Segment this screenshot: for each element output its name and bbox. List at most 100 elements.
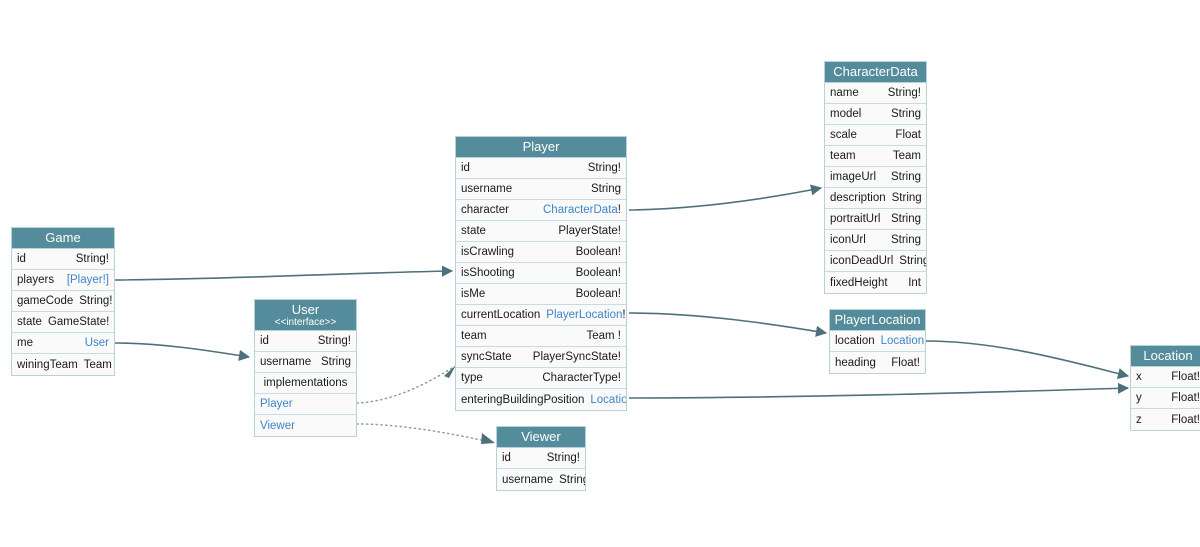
edge-playerlocation-location-to-location	[925, 340, 1130, 379]
edge-game-players-to-player	[114, 265, 454, 281]
field-name: iconDeadUrl	[830, 255, 894, 267]
field-name: model	[830, 108, 862, 120]
field-type[interactable]: [Player!]	[66, 274, 109, 286]
implementation-row-player[interactable]: Player	[255, 394, 356, 415]
field-type[interactable]: Location!	[880, 335, 925, 347]
field-row[interactable]: id String!	[497, 448, 585, 469]
field-row[interactable]: id String!	[12, 249, 114, 270]
entity-player-location-header: PlayerLocation	[830, 310, 925, 331]
field-name: id	[260, 335, 269, 347]
field-row[interactable]: username String	[255, 352, 356, 373]
field-row[interactable]: team Team !	[456, 326, 626, 347]
edge-game-me-to-user	[114, 342, 251, 361]
field-row[interactable]: fixedHeight Int	[825, 272, 926, 293]
field-row[interactable]: state GameState!	[12, 312, 114, 333]
field-name: portraitUrl	[830, 213, 881, 225]
field-type[interactable]: PlayerLocation!	[540, 309, 625, 321]
field-name: description	[830, 192, 886, 204]
field-row[interactable]: y Float!	[1131, 388, 1200, 409]
entity-location[interactable]: Location x Float! y Float! z Float!	[1130, 345, 1200, 431]
field-row[interactable]: players [Player!]	[12, 270, 114, 291]
field-row[interactable]: me User	[12, 333, 114, 354]
field-type[interactable]: User	[84, 337, 109, 349]
field-row[interactable]: username String	[497, 469, 585, 490]
field-type: String	[890, 213, 921, 225]
field-type: Boolean!	[575, 288, 621, 300]
field-row[interactable]: iconDeadUrl String	[825, 251, 926, 272]
field-row[interactable]: id String!	[255, 331, 356, 352]
implementation-name[interactable]: Player	[260, 398, 293, 410]
field-type: String	[890, 108, 921, 120]
field-name: y	[1136, 392, 1142, 404]
field-type: String!	[317, 335, 351, 347]
field-row[interactable]: enteringBuildingPosition Location	[456, 389, 626, 410]
field-row[interactable]: isShooting Boolean!	[456, 263, 626, 284]
field-row[interactable]: location Location!	[830, 331, 925, 352]
field-row[interactable]: scale Float	[825, 125, 926, 146]
field-name: imageUrl	[830, 171, 877, 183]
field-type: String	[559, 473, 585, 486]
entity-game[interactable]: Game id String! players [Player!] gameCo…	[11, 227, 115, 376]
field-name: state	[17, 316, 42, 328]
field-row[interactable]: username String	[456, 179, 626, 200]
edge-player-character-to-characterdata	[628, 184, 823, 211]
field-row[interactable]: currentLocation PlayerLocation!	[456, 305, 626, 326]
edge-user-implements-viewer-head	[481, 433, 495, 444]
field-row[interactable]: x Float!	[1131, 367, 1200, 388]
field-name: fixedHeight	[830, 276, 888, 289]
field-type: Team	[83, 358, 112, 371]
field-type: Boolean!	[575, 267, 621, 279]
entity-viewer-header: Viewer	[497, 427, 585, 448]
field-row[interactable]: portraitUrl String	[825, 209, 926, 230]
field-type-text: CharacterData	[543, 204, 618, 216]
entity-character-data-title: CharacterData	[833, 64, 918, 79]
field-row[interactable]: model String	[825, 104, 926, 125]
field-type: Float!	[1171, 392, 1200, 404]
field-type: String!	[546, 452, 580, 464]
field-name: id	[502, 452, 511, 464]
entity-character-data[interactable]: CharacterData name String! model String …	[824, 61, 927, 294]
entity-player-header: Player	[456, 137, 626, 158]
entity-game-title: Game	[45, 230, 81, 245]
field-row[interactable]: iconUrl String	[825, 230, 926, 251]
field-type-text: PlayerLocation	[546, 309, 623, 321]
field-type[interactable]: CharacterData!	[537, 204, 621, 216]
field-type: Float!	[1171, 413, 1200, 426]
field-row[interactable]: isMe Boolean!	[456, 284, 626, 305]
field-row[interactable]: gameCode String!	[12, 291, 114, 312]
field-type: String!	[79, 295, 113, 307]
field-row[interactable]: name String!	[825, 83, 926, 104]
implementation-name[interactable]: Viewer	[260, 419, 295, 432]
field-type: Boolean!	[575, 246, 621, 258]
field-type: Float	[895, 129, 921, 141]
entity-user[interactable]: User <<interface>> id String! username S…	[254, 299, 357, 437]
entity-player[interactable]: Player id String! username String charac…	[455, 136, 627, 411]
field-name: id	[461, 162, 470, 174]
field-row[interactable]: id String!	[456, 158, 626, 179]
entity-player-location[interactable]: PlayerLocation location Location! headin…	[829, 309, 926, 374]
field-row[interactable]: winingTeam Team	[12, 354, 114, 375]
entity-viewer[interactable]: Viewer id String! username String	[496, 426, 586, 491]
field-row[interactable]: team Team	[825, 146, 926, 167]
field-row[interactable]: isCrawling Boolean!	[456, 242, 626, 263]
field-row[interactable]: heading Float!	[830, 352, 925, 373]
field-row[interactable]: description String	[825, 188, 926, 209]
field-row[interactable]: type CharacterType!	[456, 368, 626, 389]
field-name: username	[461, 183, 513, 195]
implementation-row-viewer[interactable]: Viewer	[255, 415, 356, 436]
edge-player-enteringbuildingposition-to-location	[628, 382, 1130, 399]
field-name: x	[1136, 371, 1142, 383]
field-type: String	[590, 183, 621, 195]
field-row[interactable]: character CharacterData!	[456, 200, 626, 221]
field-row[interactable]: state PlayerState!	[456, 221, 626, 242]
field-row[interactable]: syncState PlayerSyncState!	[456, 347, 626, 368]
field-name: heading	[835, 356, 876, 369]
field-name: character	[461, 204, 509, 216]
field-name: players	[17, 274, 55, 286]
edge-user-implements-viewer	[356, 423, 491, 443]
field-name: z	[1136, 413, 1142, 426]
field-row[interactable]: imageUrl String	[825, 167, 926, 188]
field-name: isShooting	[461, 267, 515, 279]
field-row[interactable]: z Float!	[1131, 409, 1200, 430]
field-type[interactable]: Location	[590, 393, 626, 406]
